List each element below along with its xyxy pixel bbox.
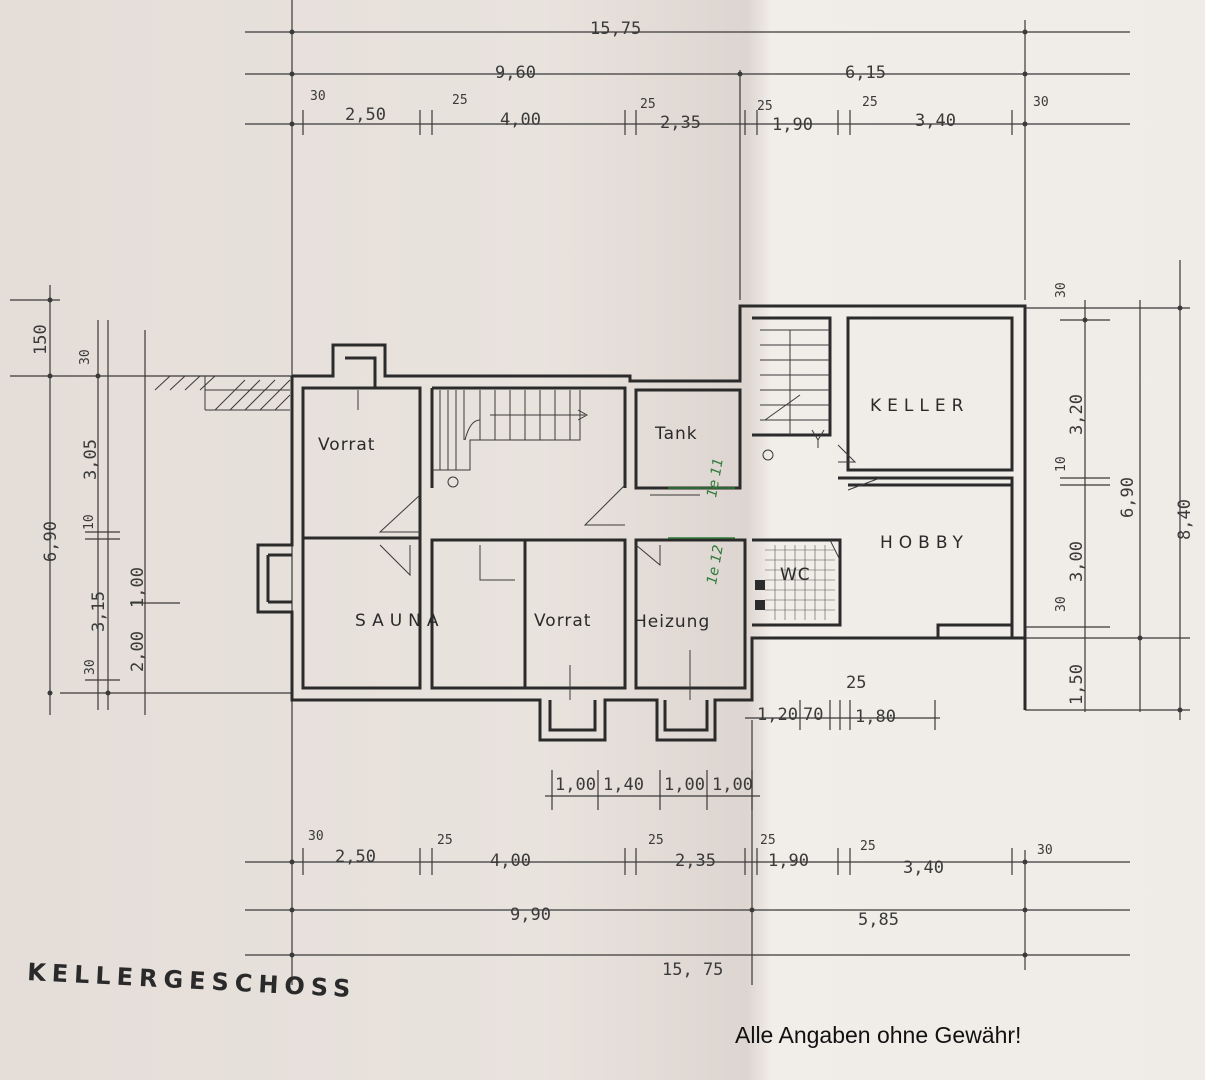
bottom-left-span-dim: 9,90: [510, 905, 551, 925]
dimension-lines: [10, 0, 1190, 985]
room-label-vorrat-mid: Vorrat: [534, 611, 591, 631]
left-dim-690: 6,90: [41, 521, 61, 562]
left-dim-10: 10: [82, 514, 97, 530]
top-seg-9: 3,40: [915, 111, 956, 131]
wc-dim-2: 25: [846, 673, 866, 693]
window-dim-2: 1,00: [664, 775, 705, 795]
dimension-ticks: [47, 29, 1183, 958]
top-seg-1: 2,50: [345, 105, 386, 125]
top-total-dim: 15,75: [590, 19, 641, 39]
wc-fixtures: [755, 580, 765, 610]
bottom-seg-8: 25: [860, 839, 876, 854]
left-dim-200: 2,00: [128, 631, 148, 672]
window-dim-0: 1,00: [555, 775, 596, 795]
right-dims: 30 3,20 10 3,00 30 1,50 6,90 8,40: [1054, 282, 1195, 705]
left-dim-150: 150: [31, 324, 51, 355]
right-dim-30-bottom: 30: [1054, 596, 1069, 612]
room-label-tank: Tank: [654, 424, 698, 444]
top-seg-3: 4,00: [500, 110, 541, 130]
bottom-seg-10: 30: [1037, 843, 1053, 858]
top-seg-0: 30: [310, 89, 326, 104]
room-label-wc: WC: [780, 565, 811, 585]
wc-dim-1: 70: [803, 705, 823, 725]
left-dim-315: 3,15: [89, 591, 109, 632]
room-label-hobby: HOBBY: [880, 533, 969, 553]
staircase: [432, 329, 830, 488]
wc-dim-0: 1,20: [757, 705, 798, 725]
top-seg-6: 25: [757, 99, 773, 114]
bottom-seg-2: 25: [437, 833, 453, 848]
bottom-seg-6: 25: [760, 833, 776, 848]
right-dim-150: 1,50: [1067, 664, 1087, 705]
right-dim-300: 3,00: [1067, 541, 1087, 582]
top-seg-5: 2,35: [660, 113, 701, 133]
room-label-vorrat-left: Vorrat: [318, 435, 375, 455]
pen-note-top: 1e 11: [704, 457, 727, 499]
top-seg-7: 1,90: [772, 115, 813, 135]
bottom-right-span-dim: 5,85: [858, 910, 899, 930]
right-dim-10: 10: [1054, 456, 1069, 472]
window-dim-1: 1,40: [603, 775, 644, 795]
top-right-span-dim: 6,15: [845, 63, 886, 83]
walls: [256, 304, 1027, 742]
disclaimer-text: Alle Angaben ohne Gewähr!: [735, 1022, 1022, 1048]
right-dim-840: 8,40: [1175, 499, 1195, 540]
bottom-seg-5: 2,35: [675, 851, 716, 871]
left-dim-30-bottom: 30: [83, 659, 98, 675]
right-dim-690: 6,90: [1118, 477, 1138, 518]
pen-note-bottom: 1e 12: [704, 544, 727, 586]
bottom-seg-0: 30: [308, 829, 324, 844]
exterior-steps: [145, 375, 291, 411]
window-dim-3: 1,00: [712, 775, 753, 795]
bottom-total-dim: 15, 75: [662, 960, 723, 980]
top-seg-2: 25: [452, 93, 468, 108]
right-dim-320: 3,20: [1067, 394, 1087, 435]
room-label-heizung: Heizung: [634, 612, 710, 632]
top-left-span-dim: 9,60: [495, 63, 536, 83]
top-seg-10: 30: [1033, 95, 1049, 110]
top-seg-4: 25: [640, 97, 656, 112]
wc-tiles: [765, 545, 835, 620]
left-dim-100: 1,00: [128, 567, 148, 608]
pen-lines: [668, 487, 735, 539]
bottom-seg-9: 3,40: [903, 858, 944, 878]
bottom-seg-7: 1,90: [768, 851, 809, 871]
room-label-sauna: SAUNA: [355, 611, 445, 631]
bottom-seg-1: 2,50: [335, 847, 376, 867]
left-dim-30-top: 30: [78, 349, 93, 365]
room-label-keller: KELLER: [870, 396, 969, 416]
wc-dim-3: 1,80: [855, 707, 896, 727]
bottom-seg-4: 25: [648, 833, 664, 848]
right-dim-30-top: 30: [1054, 282, 1069, 298]
left-dims: 150 30 3,05 10 3,15 2,00 1,00 30 6,90: [31, 324, 148, 675]
left-dim-305: 3,05: [81, 439, 101, 480]
window-marks: [357, 390, 700, 700]
top-seg-8: 25: [862, 95, 878, 110]
bottom-seg-3: 4,00: [490, 851, 531, 871]
